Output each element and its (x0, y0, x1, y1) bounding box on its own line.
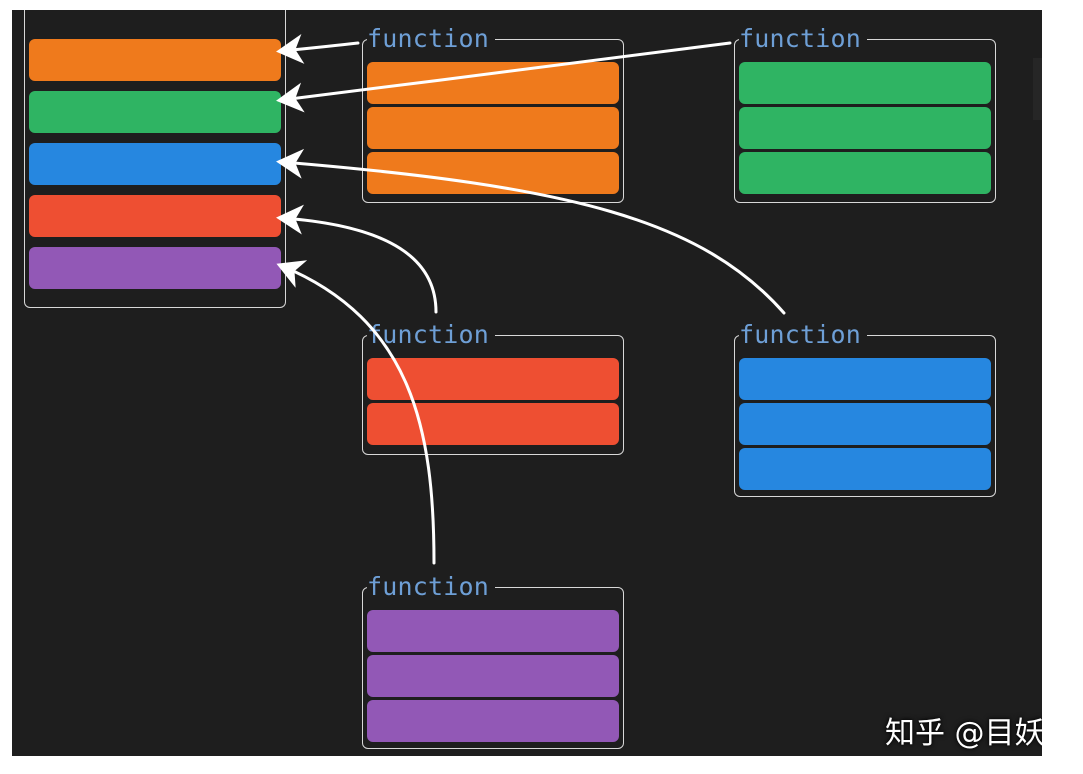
function-slot-blue (739, 403, 991, 445)
stack-slot-orange (29, 39, 281, 81)
stack-slot-purple (29, 247, 281, 289)
arrow-red (276, 204, 438, 314)
function-slot-red (367, 358, 619, 400)
function-slot-green (739, 62, 991, 104)
function-slot-purple (367, 610, 619, 652)
stack-frame (24, 10, 286, 308)
function-box-orange: function (362, 24, 624, 203)
stack-slot-green (29, 91, 281, 133)
function-box-label: function (367, 572, 496, 602)
function-slot-orange (367, 107, 619, 149)
function-slot-green (739, 152, 991, 194)
function-box-label: function (367, 320, 496, 350)
function-box-purple: function (362, 572, 624, 749)
function-slot-purple (367, 700, 619, 742)
function-box-label: function (739, 320, 868, 350)
function-slot-green (739, 107, 991, 149)
stack-slot-red (29, 195, 281, 237)
function-slot-orange (367, 152, 619, 194)
function-box-label: function (739, 24, 868, 54)
function-box-green: function (734, 24, 996, 203)
function-box-label: function (367, 24, 496, 54)
arrow-orange (276, 33, 360, 64)
function-box-red: function (362, 320, 624, 455)
function-slot-blue (739, 358, 991, 400)
function-slot-red (367, 403, 619, 445)
function-slot-orange (367, 62, 619, 104)
diagram-canvas: function function function function func… (12, 10, 1042, 756)
stack-slot-blue (29, 143, 281, 185)
function-box-blue: function (734, 320, 996, 497)
function-slot-blue (739, 448, 991, 490)
function-slot-purple (367, 655, 619, 697)
watermark: 知乎 @目妖 (885, 716, 1042, 751)
scrollbar-hint (1033, 58, 1042, 120)
